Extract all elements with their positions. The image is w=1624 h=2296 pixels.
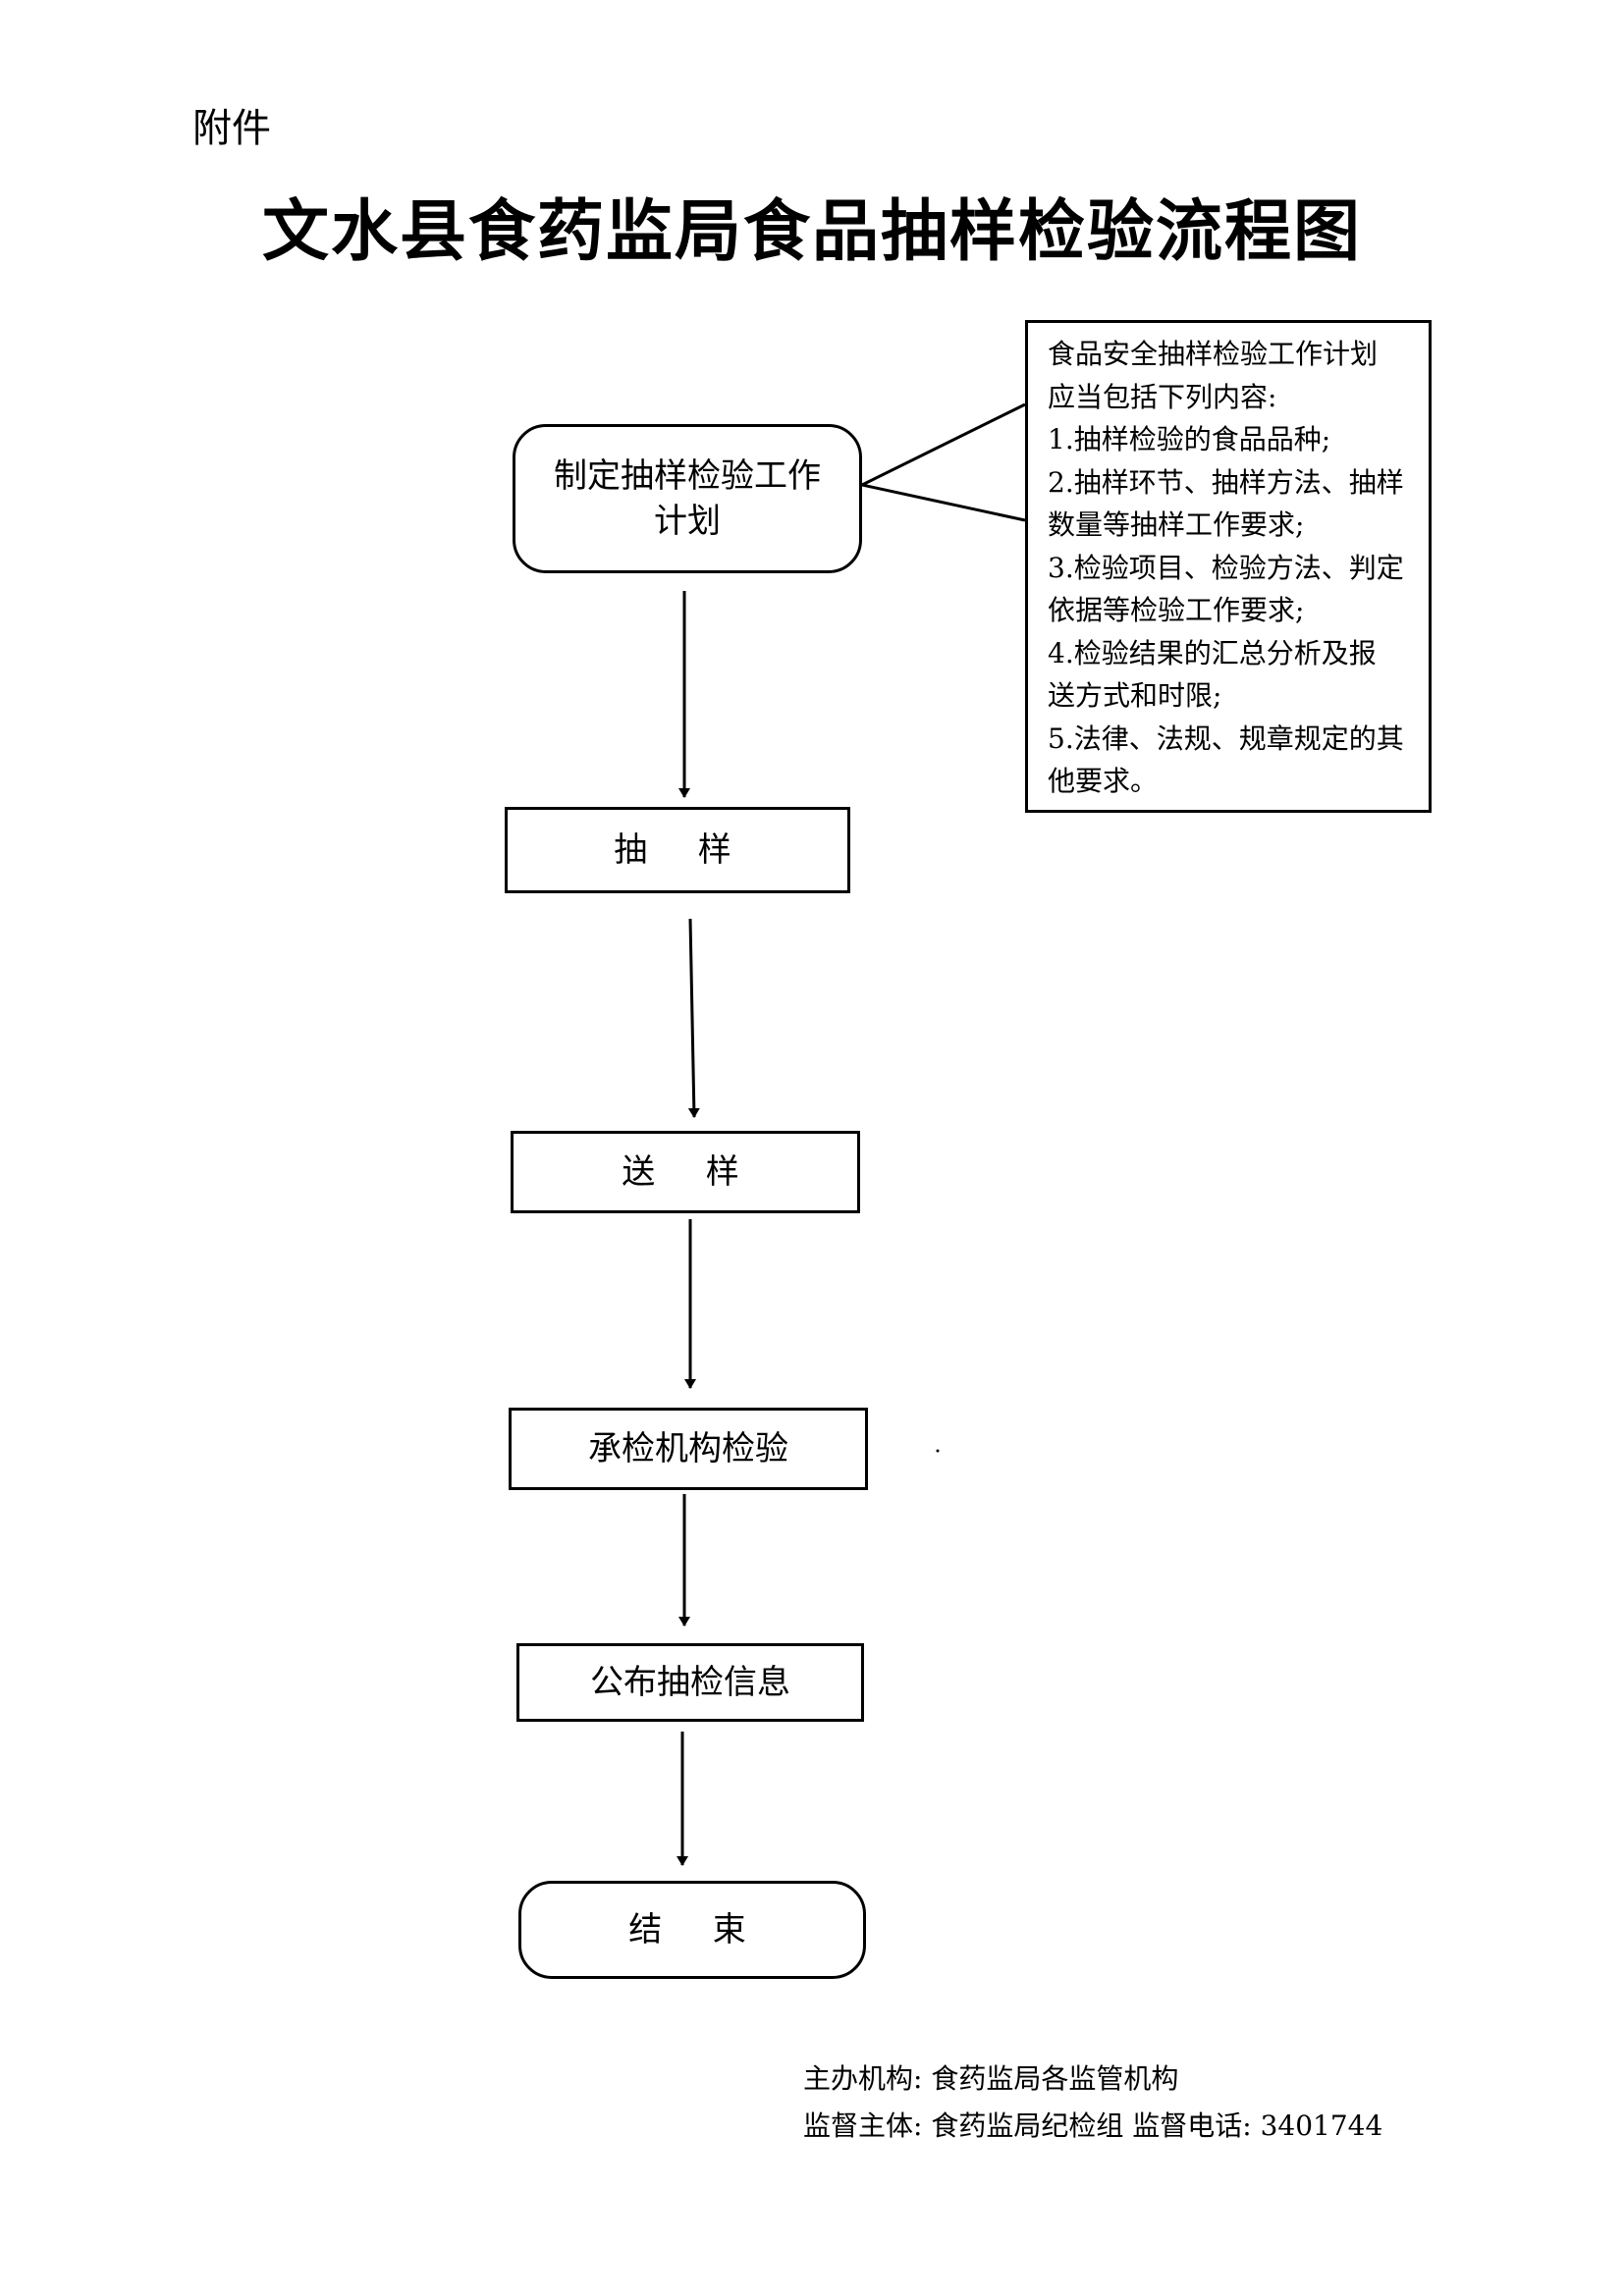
step-end-label: 结 束 bbox=[628, 1910, 756, 1949]
note-line: 送方式和时限; bbox=[1048, 679, 1222, 712]
footer-organizer: 主办机构: 食药监局各监管机构 bbox=[803, 2062, 1179, 2095]
note-line: 他要求。 bbox=[1048, 765, 1159, 797]
step-inspection-label: 承检机构检验 bbox=[588, 1429, 788, 1468]
step-inspection: 承检机构检验 bbox=[509, 1408, 868, 1490]
step-sampling: 抽 样 bbox=[505, 807, 850, 893]
note-line: 2.抽样环节、抽样方法、抽样 bbox=[1048, 465, 1404, 499]
note-line: 1.抽样检验的食品品种; bbox=[1048, 423, 1331, 455]
note-line: 4.检验结果的汇总分析及报 bbox=[1048, 636, 1377, 669]
step-plan-line-2: 计划 bbox=[654, 502, 721, 541]
plan-content-note: 食品安全抽样检验工作计划 应当包括下列内容: 1.抽样检验的食品品种; 2.抽样… bbox=[1025, 320, 1432, 813]
note-line: 依据等检验工作要求; bbox=[1048, 594, 1305, 626]
callout-pointer bbox=[857, 402, 1026, 522]
note-line: 3.检验项目、检验方法、判定 bbox=[1048, 551, 1404, 584]
step-publish-label: 公布抽检信息 bbox=[590, 1663, 790, 1702]
note-line: 食品安全抽样检验工作计划 bbox=[1048, 338, 1379, 370]
arrow-sampling-to-delivery bbox=[687, 918, 700, 1118]
stray-dot bbox=[936, 1449, 940, 1453]
page-title: 文水县食药监局食品抽样检验流程图 bbox=[261, 193, 1362, 271]
note-line: 应当包括下列内容: bbox=[1048, 380, 1277, 413]
step-delivery: 送 样 bbox=[511, 1131, 860, 1213]
step-delivery-label: 送 样 bbox=[622, 1152, 749, 1192]
step-end: 结 束 bbox=[518, 1881, 866, 1979]
step-plan-line-1: 制定抽样检验工作 bbox=[554, 456, 821, 496]
note-line: 5.法律、法规、规章规定的其 bbox=[1048, 721, 1404, 755]
note-line: 数量等抽样工作要求; bbox=[1048, 508, 1305, 541]
footer-supervisor: 监督主体: 食药监局纪检组 监督电话: 3401744 bbox=[803, 2109, 1383, 2142]
step-sampling-label: 抽 样 bbox=[614, 830, 741, 870]
attachment-label: 附件 bbox=[192, 106, 271, 151]
step-publish: 公布抽检信息 bbox=[516, 1643, 864, 1722]
step-plan: 制定抽样检验工作 计划 bbox=[513, 424, 862, 573]
